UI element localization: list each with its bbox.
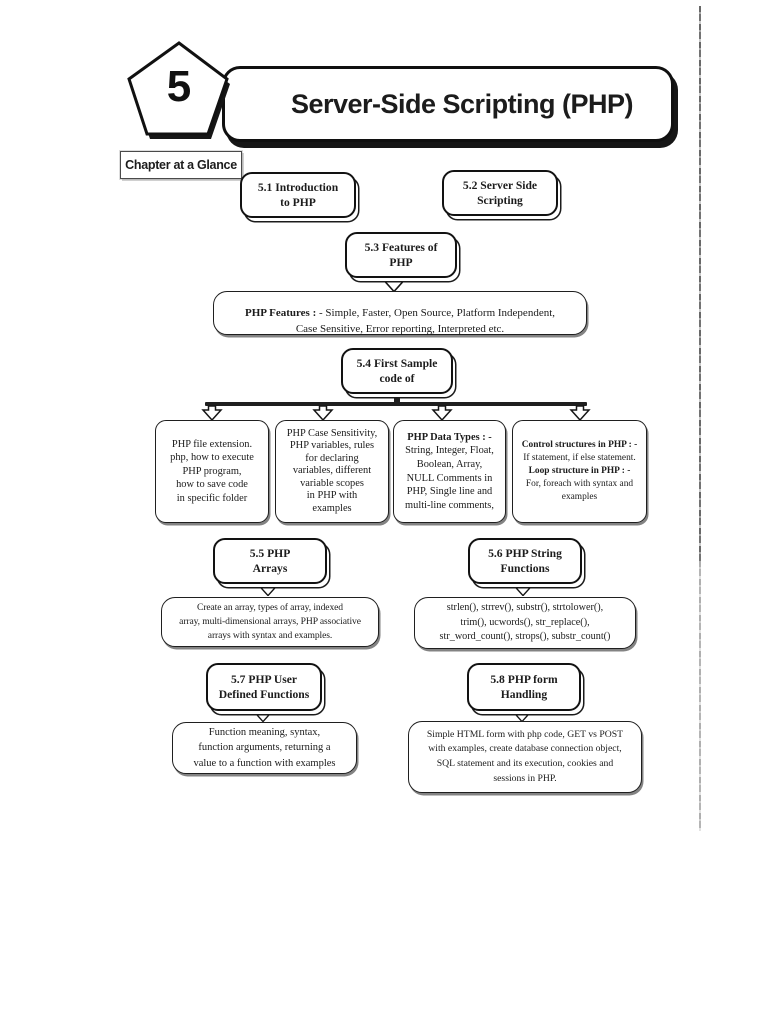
detail-php-features: PHP Features : - Simple, Faster, Open So… [213,291,587,335]
detail-data-types: PHP Data Types : - String, Integer, Floa… [393,420,506,523]
detail-string-functions: strlen(), strrev(), substr(), strtolower… [414,597,636,649]
chapter-number: 5 [166,62,192,111]
chapter-title-banner: Server-Side Scripting (PHP) [222,66,674,142]
detail-case-sensitivity: PHP Case Sensitivity, PHP variables, rul… [275,420,389,523]
node-5-1-introduction: 5.1 Introduction to PHP [240,172,356,218]
detail-arrays: Create an array, types of array, indexed… [161,597,379,647]
detail-data-types-lead: PHP Data Types : - [407,431,492,443]
chapter-title: Server-Side Scripting (PHP) [290,88,634,119]
node-5-5-arrays: 5.5 PHP Arrays [213,538,327,584]
detail-file-extension: PHP file extension. php, how to execute … [155,420,269,523]
detail-data-types-body: String, Integer, Float, Boolean, Array, … [405,445,494,511]
chapter-badge: Chapter at a Glance [120,151,242,179]
detail-php-features-lead: PHP Features : [244,306,319,319]
detail-control-body: If statement, if else statement. [523,453,636,464]
detail-user-defined: Function meaning, syntax, function argum… [172,722,357,774]
node-5-2-server-side: 5.2 Server Side Scripting [442,170,558,216]
detail-control-lead: Control structures in PHP : - [521,440,638,451]
fanout-connector-icon [201,389,591,421]
detail-control-structures: Control structures in PHP : - If stateme… [512,420,647,523]
node-5-4-first-sample: 5.4 First Sample code of [341,348,453,394]
detail-php-features-body: - Simple, Faster, Open Source, Platform … [295,306,556,336]
detail-loop-body: For, foreach with syntax and examples [525,478,634,502]
detail-loop-lead: Loop structure in PHP : - [528,466,631,477]
scan-gutter-line [699,6,701,561]
node-5-3-features: 5.3 Features of PHP [345,232,457,278]
scan-gutter-line-faint [699,561,701,831]
node-5-6-string-functions: 5.6 PHP String Functions [468,538,582,584]
detail-form-handling: Simple HTML form with php code, GET vs P… [408,721,642,793]
node-5-8-form-handling: 5.8 PHP form Handling [467,663,581,711]
chapter-pentagon-icon [127,41,230,139]
node-5-7-user-defined: 5.7 PHP User Defined Functions [206,663,322,711]
